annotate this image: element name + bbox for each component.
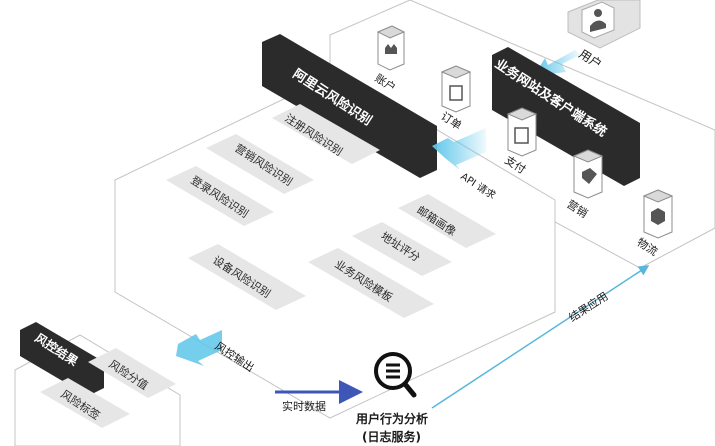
module-payment [506, 107, 538, 157]
module-marketing [572, 149, 604, 199]
api-request-arrow [432, 128, 486, 170]
user-node [567, 0, 641, 49]
analysis-title: 用户行为分析 [356, 412, 429, 426]
module-order [440, 65, 472, 113]
module-logistics [642, 189, 674, 239]
module-account [376, 25, 406, 71]
tag-icon [582, 168, 597, 184]
payment-receipt-icon [514, 127, 529, 144]
user-label: 用户 [576, 46, 604, 72]
box-icon [651, 208, 665, 225]
result-apply-arrow [431, 265, 650, 409]
crown-document-icon [385, 44, 397, 54]
search-list-icon [374, 352, 417, 398]
realtime-data-label: 实时数据 [282, 400, 326, 413]
order-list-icon [449, 85, 463, 101]
user-icon [590, 9, 606, 32]
risk-output-arrow [176, 330, 222, 366]
result-banner: 风控结果 [20, 322, 104, 396]
analysis-subtitle: (日志服务) [362, 430, 421, 444]
result-apply-label: 结果应用 [566, 289, 611, 325]
